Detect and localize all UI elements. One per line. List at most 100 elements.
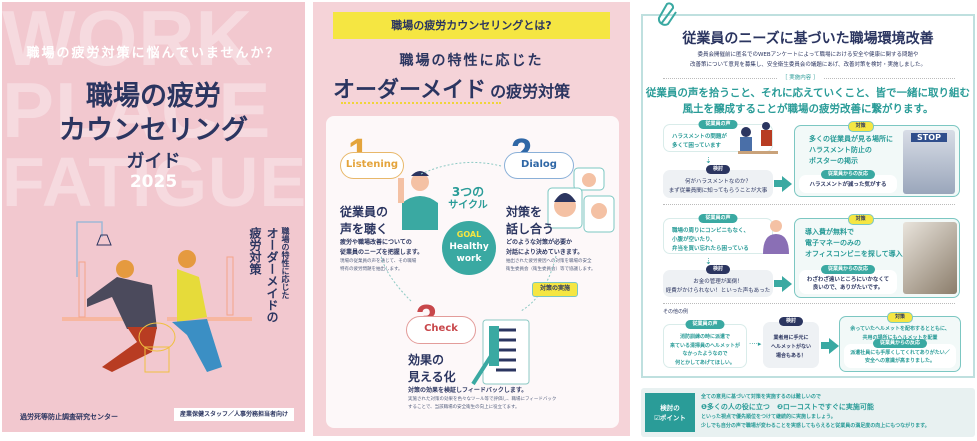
consider-line: 場合もある！	[775, 353, 806, 359]
reaction-label: 従業員からの反応	[820, 265, 876, 274]
dialog-faces-illustration	[547, 167, 615, 233]
measure-line: 余っていたヘルメットを配布するとともに、	[850, 326, 950, 332]
desc-small: 現場の従業員の声を通じて、その職場	[340, 259, 417, 264]
headline-line: 風土を醸成することが職場の疲労改善に繋がります。	[682, 103, 934, 115]
cycle-label: 3つのサイクル	[438, 186, 498, 212]
step-title: 効果の見える化	[408, 352, 456, 386]
reaction-text: わざわざ遠いところにいかなくて 良いので、ありがたいです。	[806, 277, 890, 291]
voice-box: 従業員の声消防訓練の時に派遣で来ている清掃員のヘルメットがなかったようなので何と…	[663, 320, 747, 368]
harassment-illustration	[738, 122, 778, 154]
section-label: ［ 実施内容 ］	[778, 73, 823, 81]
desc-small: 抽出された疲労要因への対策を職場の安全	[506, 259, 592, 264]
cover-vertical-big-1: オーダーメイドの	[265, 227, 279, 323]
heading-2-emphasis: オーダーメイド	[333, 78, 487, 103]
page3-title: 従業員のニーズに基づいた職場環境改善	[682, 31, 934, 47]
audience-badge: 産業保健スタッフ／人事労務担当者向け	[174, 408, 294, 421]
consider-line: ヘルメットがない	[770, 344, 811, 350]
point-box: 検討の☑ポイント 全ての意見に基づいて対策を実施するのは難しいので ❶多くの人の…	[641, 388, 975, 437]
voice-line: ハラスメントの問題が	[672, 134, 727, 140]
section-banner: 職場の疲労カウンセリングとは?	[333, 12, 610, 39]
desc-small: 実施された対策の効果を色々なツール等で評価し、職場にフィードバック	[408, 397, 557, 402]
measure-label: 対策	[886, 312, 914, 323]
voice-box: 従業員の声ハラスメントの問題が多くて困っています	[663, 120, 773, 152]
reaction-text: ハラスメントが減った気がする	[809, 182, 887, 188]
step-title-line: 声を聴く	[340, 222, 389, 236]
consider-box: 検討何がハラスメントなのか？まず従業員間に知ってもらうことが大事	[663, 165, 773, 198]
reaction-text: 派遣社員にも手厚くしてくれてありがたい／ 安全への意識が高まりました。	[850, 350, 950, 364]
point-label: 検討の☑ポイント	[645, 393, 695, 432]
step-title: 従業員の声を聴く	[340, 204, 388, 238]
headline-line: 従業員の声を拾うこと、それに応えていくこと、皆で一緒に取り組む	[645, 87, 971, 99]
checklist-illustration	[471, 319, 530, 386]
intro-line: 改善策について意見を募集し、安全衛生委員会の議題にあげ、改善対策を検討・実施しま…	[690, 62, 926, 68]
heading-1: 職場の特性に応じた	[399, 53, 544, 69]
office-workers-illustration	[62, 221, 252, 373]
step-description: どのような対策が必要か 対話により決めていきます。 抽出された疲労要因への対策を…	[506, 238, 616, 274]
voice-box: 従業員の声職場の周りにコンビニもなく、小腹が空いたり、弁当を買い忘れたら困ってい…	[663, 214, 773, 254]
step-bubble-listening: Listening	[340, 152, 404, 179]
measure-line: ハラスメント防止の	[809, 146, 872, 154]
poster-stop-text: STOP	[911, 133, 947, 142]
case-study-page: 従業員のニーズに基づいた職場環境改善 委員会開催前に匿名でのWEBアンケートによ…	[641, 0, 977, 441]
cover-vertical-small: 職場の特性に応じた	[281, 227, 290, 299]
voice-line: 弁当を買い忘れたら困っている	[672, 246, 749, 252]
cover-year: 2025	[129, 172, 178, 192]
down-arrow-icon: ⇣	[705, 156, 712, 165]
consider-label: 検討	[778, 317, 804, 326]
point-line: 全ての意見に基づいて対策を実施するのは難しいので	[701, 394, 821, 400]
page3-headline: 従業員の声を拾うこと、それに応えていくこと、皆で一緒に取り組む風土を醸成すること…	[641, 85, 975, 117]
point-line: といった視点で優先順位をつけて継続的に実施しましょう。	[701, 414, 836, 420]
goal-text: work	[456, 254, 482, 264]
voice-line: 多くて困っています	[672, 143, 722, 149]
voice-line: 小腹が空いたり、	[672, 237, 716, 243]
desc-line: 対策の効果を検証しフィードバックします。	[408, 387, 528, 394]
heading-underline	[341, 102, 501, 104]
voice-label: 従業員の声	[698, 120, 738, 129]
goal-text: Healthy	[449, 242, 489, 252]
consider-label: 検討	[705, 265, 731, 274]
reaction-box: 従業員からの反応派遣社員にも手厚くしてくれてありがたい／ 安全への意識が高まりま…	[844, 339, 956, 368]
voice-label: 従業員の声	[685, 320, 725, 329]
cover-title-1: 職場の疲労	[86, 81, 221, 112]
desc-line: 対話により決めていきます。	[506, 249, 584, 256]
step-title-line: 効果の	[408, 353, 445, 367]
point-text: 全ての意見に基づいて対策を実施するのは難しいので ❶多くの人の役に立つ ❷ローコ…	[701, 393, 930, 431]
consider-line: 何がハラスメントなのか？	[685, 179, 751, 185]
point-line: 少しでも自分の声で職場が変わることを実感してもらえると従業員の満足度の向上にもつ…	[701, 423, 930, 429]
point-label-1: 検討の	[660, 404, 680, 412]
measure-line: 多くの従業員が見る場所に	[809, 135, 893, 143]
step-title-line: 対策を	[506, 205, 543, 219]
page3-intro: 委員会開催前に匿名でのWEBアンケートによって職場における安全や健康に関する問題…	[641, 50, 975, 70]
cover-vertical-big-2: 疲労対策	[248, 227, 262, 275]
measure-line: ポスターの掲示	[809, 157, 858, 165]
consider-line: 経費がかけられない！といった声もあった	[665, 288, 771, 294]
reaction-box: 従業員からの反応わざわざ遠いところにいかなくて 良いので、ありがたいです。	[799, 265, 897, 294]
divider	[663, 204, 955, 205]
office-convenience-store-photo	[903, 222, 957, 294]
consider-line: まず従業員間に知ってもらうことが大事	[668, 188, 768, 194]
voice-label: 従業員の声	[698, 214, 738, 223]
step-title-line: 従業員の	[340, 205, 389, 219]
voice-line: 職場の周りにコンビニもなく、	[672, 228, 750, 234]
measure-label: 対策	[847, 214, 874, 225]
step-title-line: 話し合う	[506, 222, 555, 236]
right-arrow-icon	[782, 276, 792, 292]
reaction-label: 従業員からの反応	[820, 170, 876, 179]
reaction-box: 従業員からの反応ハラスメントが減った気がする	[799, 170, 897, 193]
cover-tagline: 職場の疲労対策に悩んでいませんか？	[26, 46, 281, 61]
checkbox-icon: ☑	[654, 414, 660, 422]
step-title-line: 見える化	[408, 370, 456, 384]
step-description: 対策の効果を検証しフィードバックします。 実施された対策の効果を色々なツール等で…	[408, 386, 578, 412]
publisher-name: 過労死等防止調査研究センター	[20, 413, 118, 421]
consider-box: 検討お金の管理が面倒！経費がかけられない！といった声もあった	[663, 265, 773, 297]
heading-2: オーダーメイドの疲労対策	[333, 72, 570, 104]
poster-photo: STOP	[903, 130, 955, 194]
measure-line: 導入費が無料で	[805, 228, 854, 236]
bg-word: PLACE	[2, 66, 272, 154]
measure-label: 対策	[847, 121, 874, 132]
cover-subtitle: ガイド	[126, 151, 181, 172]
goal-label: GOAL	[456, 230, 482, 239]
desc-line: どのような対策が必要か	[506, 239, 573, 246]
desc-small: することで、当該職場の安全衛生の向上に役立てます。	[408, 405, 520, 410]
